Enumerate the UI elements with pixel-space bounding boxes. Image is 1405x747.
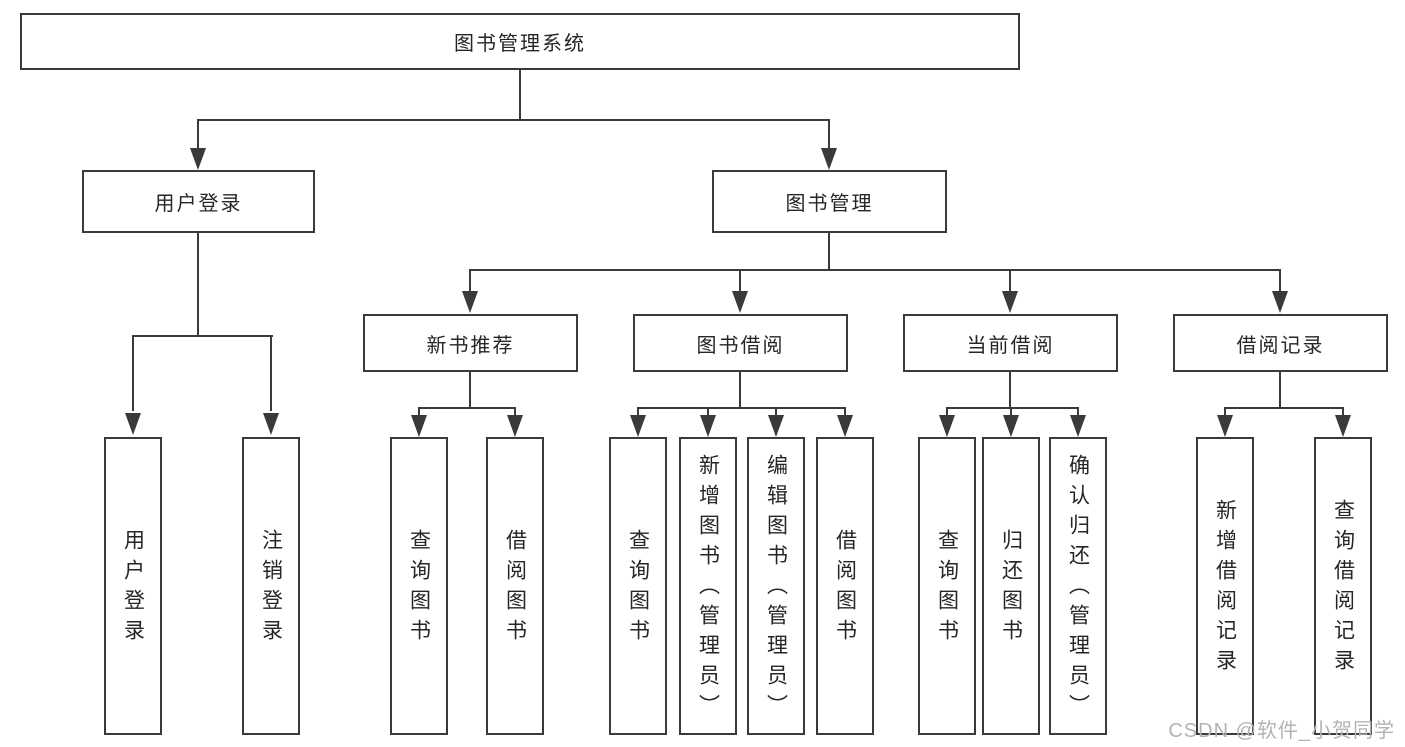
arrowhead-down-icon [700,415,716,437]
arrowhead-down-icon [1002,291,1018,313]
connector-stem [775,409,777,417]
node-library-management-system: 图书管理系统 [20,13,1020,70]
connector-stem [1010,409,1012,417]
connector-hline [132,335,273,337]
arrowhead-down-icon [732,291,748,313]
connector-stem [1224,409,1226,417]
arrowhead-down-icon [821,148,837,170]
arrowhead-down-icon [837,415,853,437]
connector-vline [1279,372,1281,409]
leaf-logout-login: 注销登录 [242,437,300,735]
connector-vline [828,233,830,271]
connector-stem [739,271,741,293]
leaf-user-login: 用户登录 [104,437,162,735]
connector-stem [418,409,420,417]
connector-stem [1077,409,1079,417]
arrowhead-down-icon [462,291,478,313]
connector-hline [1224,407,1344,409]
node-new-book-recommend: 新书推荐 [363,314,578,372]
leaf-return-book: 归还图书 [982,437,1040,735]
arrowhead-down-icon [190,148,206,170]
connector-stem [828,121,830,152]
leaf-query-books-borrow: 查询图书 [609,437,667,735]
node-user-login: 用户登录 [82,170,315,233]
connector-hline [197,119,830,121]
connector-stem [637,409,639,417]
arrowhead-down-icon [1003,415,1019,437]
arrowhead-down-icon [1070,415,1086,437]
node-book-borrow: 图书借阅 [633,314,848,372]
connector-stem [469,271,471,293]
connector-vline [739,372,741,409]
arrowhead-down-icon [125,413,141,435]
arrowhead-down-icon [768,415,784,437]
connector-hline [637,407,846,409]
leaf-edit-book-admin: 编辑图书（管理员） [747,437,805,735]
arrowhead-down-icon [411,415,427,437]
connector-stem [197,121,199,152]
node-borrow-records: 借阅记录 [1173,314,1388,372]
node-book-management: 图书管理 [712,170,947,233]
arrowhead-down-icon [1335,415,1351,437]
connector-vline [519,70,521,121]
csdn-watermark: CSDN @软件_小贺同学 [1168,720,1395,742]
arrowhead-down-icon [1217,415,1233,437]
leaf-add-book-admin: 新增图书（管理员） [679,437,737,735]
connector-stem [270,337,272,411]
connector-stem [946,409,948,417]
connector-vline [197,233,199,337]
connector-stem [132,337,134,411]
connector-stem [1342,409,1344,417]
arrowhead-down-icon [263,413,279,435]
arrowhead-down-icon [507,415,523,437]
leaf-borrow-books-recommend: 借阅图书 [486,437,544,735]
connector-vline [1009,372,1011,409]
leaf-confirm-return-admin: 确认归还（管理员） [1049,437,1107,735]
leaf-add-borrow-record: 新增借阅记录 [1196,437,1254,735]
connector-stem [1009,271,1011,293]
connector-hline [469,269,1281,271]
leaf-query-books-current: 查询图书 [918,437,976,735]
arrowhead-down-icon [630,415,646,437]
connector-stem [1279,271,1281,293]
leaf-query-borrow-record: 查询借阅记录 [1314,437,1372,735]
connector-hline [418,407,516,409]
connector-stem [707,409,709,417]
connector-hline [946,407,1079,409]
leaf-query-books-recommend: 查询图书 [390,437,448,735]
connector-vline [469,372,471,409]
arrowhead-down-icon [1272,291,1288,313]
connector-stem [844,409,846,417]
connector-stem [514,409,516,417]
node-current-borrow: 当前借阅 [903,314,1118,372]
arrowhead-down-icon [939,415,955,437]
leaf-borrow-book: 借阅图书 [816,437,874,735]
